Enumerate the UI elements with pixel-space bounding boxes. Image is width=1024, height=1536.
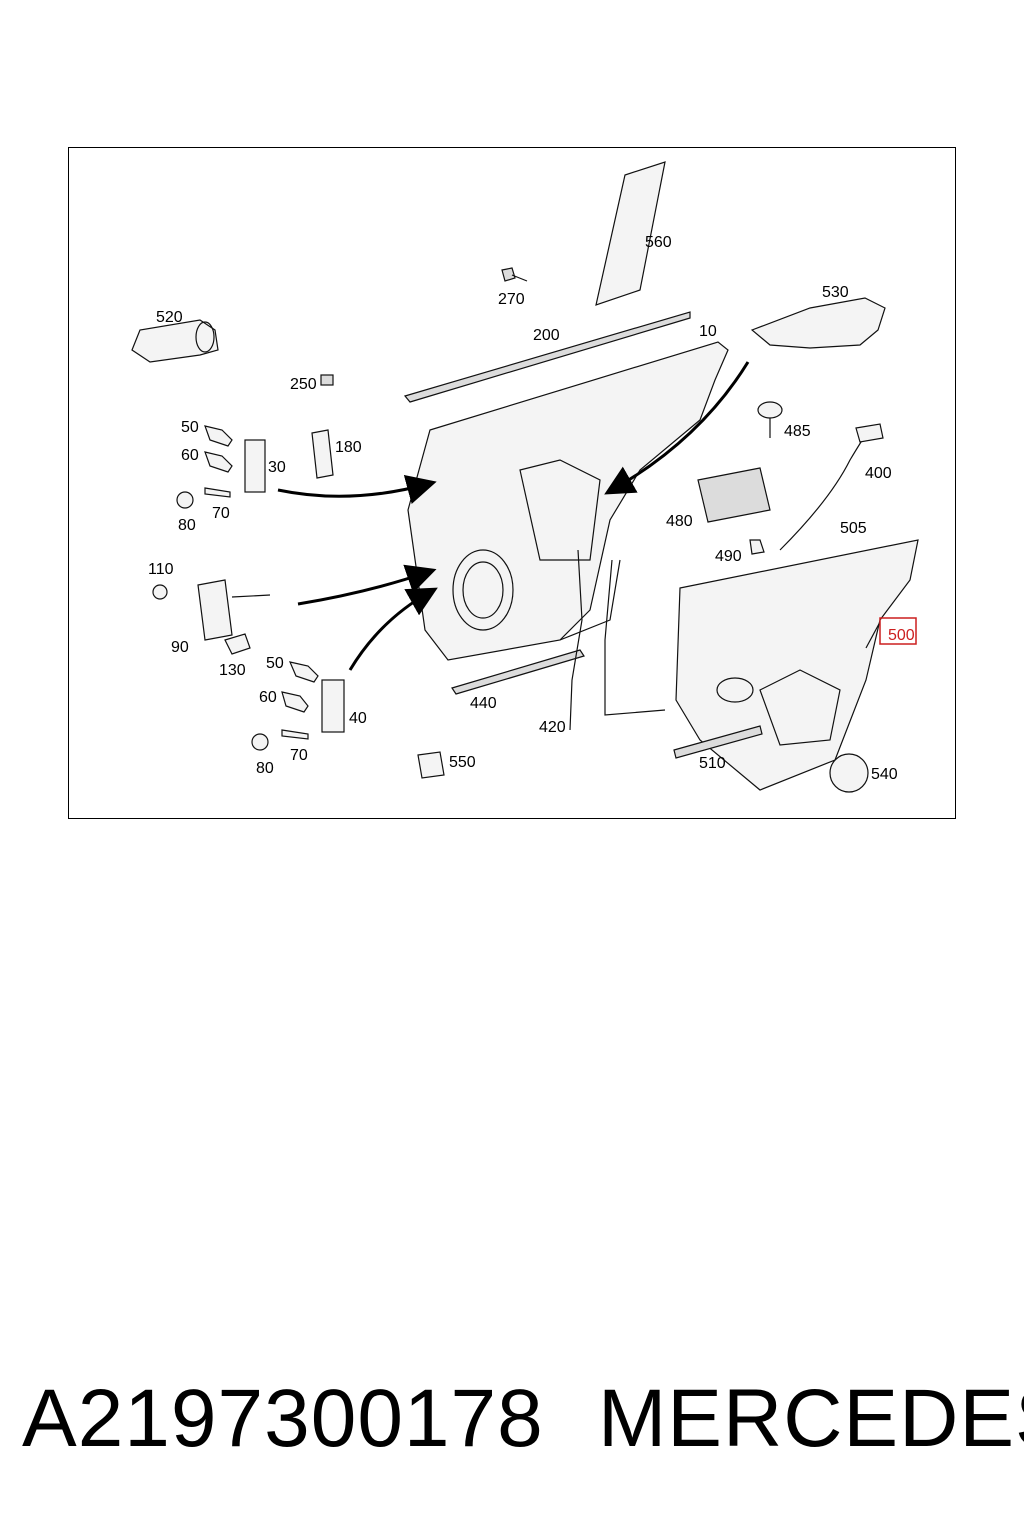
check-strap-part [152, 579, 271, 655]
arrow-check-strap [297, 564, 437, 606]
handle-bracket-part [131, 319, 219, 363]
callout-60-upper: 60 [181, 447, 199, 464]
weatherstrip-part [403, 311, 691, 403]
callout-560: 560 [645, 234, 672, 251]
callout-70-lower: 70 [290, 747, 308, 764]
callout-70-upper: 70 [212, 505, 230, 522]
callout-250: 250 [290, 376, 317, 393]
callout-40: 40 [349, 710, 367, 727]
upper-hinge-part [176, 425, 266, 509]
callout-520: 520 [156, 309, 183, 326]
clip-part [501, 267, 528, 282]
callout-400: 400 [865, 465, 892, 482]
callout-510: 510 [699, 755, 726, 772]
callout-30: 30 [268, 459, 286, 476]
bracket-part [750, 297, 886, 349]
door-shell-part [407, 341, 729, 661]
callout-480: 480 [666, 513, 693, 530]
callout-180: 180 [335, 439, 362, 456]
callout-440: 440 [470, 695, 497, 712]
small-clip-part [320, 374, 334, 386]
callout-90: 90 [171, 639, 189, 656]
leader-500 [865, 621, 881, 649]
door-seal-part [569, 549, 666, 731]
callout-10: 10 [699, 323, 717, 340]
arrow-lower-hinge [348, 587, 438, 671]
callout-270: 270 [498, 291, 525, 308]
callout-80-upper: 80 [178, 517, 196, 534]
control-module-part [697, 467, 771, 523]
callout-420: 420 [539, 719, 566, 736]
callout-485: 485 [784, 423, 811, 440]
callout-200: 200 [533, 327, 560, 344]
window-trim-part [595, 161, 666, 306]
brand-name: MERCEDES [598, 1373, 1024, 1464]
rod-part [673, 725, 763, 759]
callout-550: 550 [449, 754, 476, 771]
callout-505: 505 [840, 520, 867, 537]
door-panel-part [675, 539, 919, 791]
callout-540: 540 [871, 766, 898, 783]
sill-strip-part [451, 649, 585, 695]
callout-530: 530 [822, 284, 849, 301]
part-number: A2197300178 [22, 1373, 544, 1464]
clip-485-part [757, 401, 783, 438]
lower-hinge-part [251, 661, 345, 751]
cable-part [779, 423, 884, 551]
callout-130: 130 [219, 662, 246, 679]
arrow-upper-hinge [277, 474, 437, 504]
cap-part [829, 753, 869, 793]
callout-80-lower: 80 [256, 760, 274, 777]
callout-50-upper: 50 [181, 419, 199, 436]
highlight-box-500 [879, 617, 917, 645]
grommet-part [417, 751, 445, 779]
callout-50-lower: 50 [266, 655, 284, 672]
arrow-bracket [604, 361, 750, 495]
stop-bracket-part [311, 429, 334, 479]
callout-500: 500 [888, 627, 915, 644]
callout-490: 490 [715, 548, 742, 565]
callout-60-lower: 60 [259, 689, 277, 706]
screw-490-part [749, 539, 765, 555]
callout-110: 110 [148, 561, 174, 578]
